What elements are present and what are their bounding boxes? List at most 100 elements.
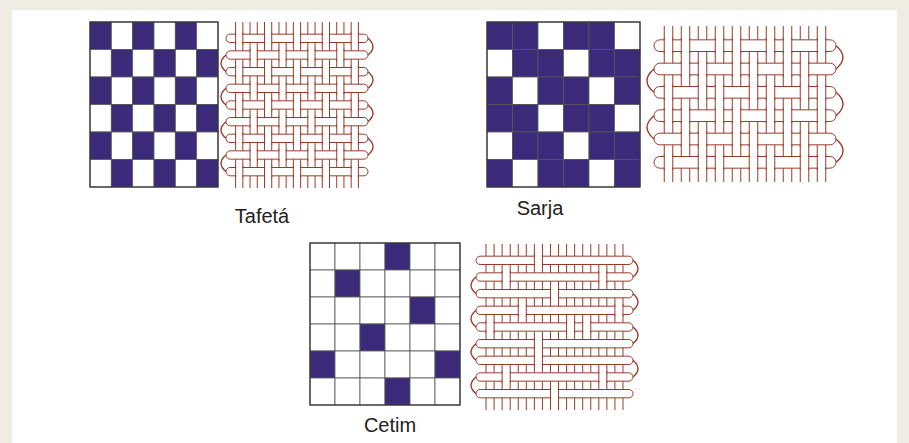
grid-cell [154, 22, 175, 50]
warp-crossing [519, 304, 526, 316]
warp-crossing [767, 155, 775, 171]
grid-cell [197, 105, 218, 133]
grid-cell [197, 160, 218, 188]
warp-edge [672, 155, 673, 171]
warp-edge [329, 99, 330, 111]
warp-edge [825, 38, 826, 54]
warp-edge [817, 85, 818, 101]
warp-edge [766, 108, 767, 124]
grid-cell [513, 77, 539, 105]
warp-crossing [615, 304, 622, 316]
warp-edge [542, 338, 543, 350]
grid-cell [564, 105, 590, 133]
grid-cell [615, 105, 641, 133]
grid-cell [589, 22, 615, 50]
warp-edge [590, 321, 591, 333]
warp-edge [322, 22, 323, 188]
grid-cell [175, 22, 196, 50]
warp-crossing [294, 166, 300, 178]
grid-cell [154, 50, 175, 78]
warp-edge [322, 132, 323, 144]
warp-edge [358, 166, 359, 178]
warp-edge [343, 149, 344, 161]
warp-edge [706, 85, 707, 101]
warp-edge [817, 38, 818, 54]
warp-thread [236, 22, 243, 188]
grid-cell [385, 378, 410, 405]
warp-edge [566, 321, 567, 333]
warp-edge [774, 108, 775, 124]
warp-edge [766, 26, 767, 182]
warp-edge [732, 38, 733, 54]
warp-crossing [818, 155, 826, 171]
warp-edge [293, 22, 294, 188]
grid-cell [133, 22, 154, 50]
warp-edge [250, 116, 251, 128]
warp-edge [336, 82, 337, 94]
grid-cell [90, 160, 111, 188]
grid-cell [111, 132, 132, 160]
warp-crossing [352, 99, 358, 111]
warp-edge [800, 131, 801, 147]
weft-thread [476, 356, 633, 364]
grid-cell [360, 351, 385, 378]
grid-cell [589, 77, 615, 105]
grid-cell [513, 22, 539, 50]
warp-edge [336, 149, 337, 161]
warp-edge [749, 61, 750, 77]
grid-cell [615, 22, 641, 50]
grid-cell [197, 132, 218, 160]
warp-edge [732, 61, 733, 77]
grid-cell [589, 160, 615, 188]
warp-edge [300, 66, 301, 78]
weft-loop [471, 277, 476, 294]
warp-edge [715, 155, 716, 171]
warp-edge [271, 66, 272, 78]
warp-edge [817, 155, 818, 171]
grid-cell [90, 105, 111, 133]
warp-edge [534, 354, 535, 366]
grid-cell [310, 351, 335, 378]
warp-edge [518, 304, 519, 316]
warp-edge [582, 321, 583, 333]
warp-edge [672, 38, 673, 54]
grid-cell [154, 160, 175, 188]
warp-edge [486, 321, 487, 333]
warp-edge [264, 132, 265, 144]
grid-cell [90, 77, 111, 105]
grid-cell [513, 132, 539, 160]
warp-crossing [251, 82, 257, 94]
weft-thread [226, 84, 368, 92]
warp-crossing [265, 99, 271, 111]
warp-edge [329, 32, 330, 44]
grid-cell [589, 132, 615, 160]
warp-edge [286, 116, 287, 128]
grid-cell [133, 50, 154, 78]
warp-edge [351, 99, 352, 111]
weft-loop [633, 260, 638, 277]
warp-edge [706, 155, 707, 171]
warp-crossing [682, 108, 690, 124]
warp-crossing [567, 321, 574, 333]
grid-cell [154, 77, 175, 105]
warp-edge [486, 244, 487, 410]
twill-weave-illustration [647, 26, 843, 182]
warp-crossing [699, 61, 707, 77]
warp-crossing [767, 85, 775, 101]
warp-edge [558, 288, 559, 300]
warp-crossing [750, 131, 758, 147]
warp-edge [286, 149, 287, 161]
warp-edge [264, 166, 265, 178]
warp-edge [307, 149, 308, 161]
warp-edge [606, 271, 607, 283]
grid-cell [564, 132, 590, 160]
warp-thread [293, 22, 300, 188]
grid-cell [111, 160, 132, 188]
grid-cell [487, 77, 513, 105]
warp-edge [791, 131, 792, 147]
warp-crossing [784, 38, 792, 54]
weft-loop [221, 55, 226, 72]
grid-cell [435, 324, 460, 351]
warp-edge [715, 108, 716, 124]
warp-edge [723, 26, 724, 182]
